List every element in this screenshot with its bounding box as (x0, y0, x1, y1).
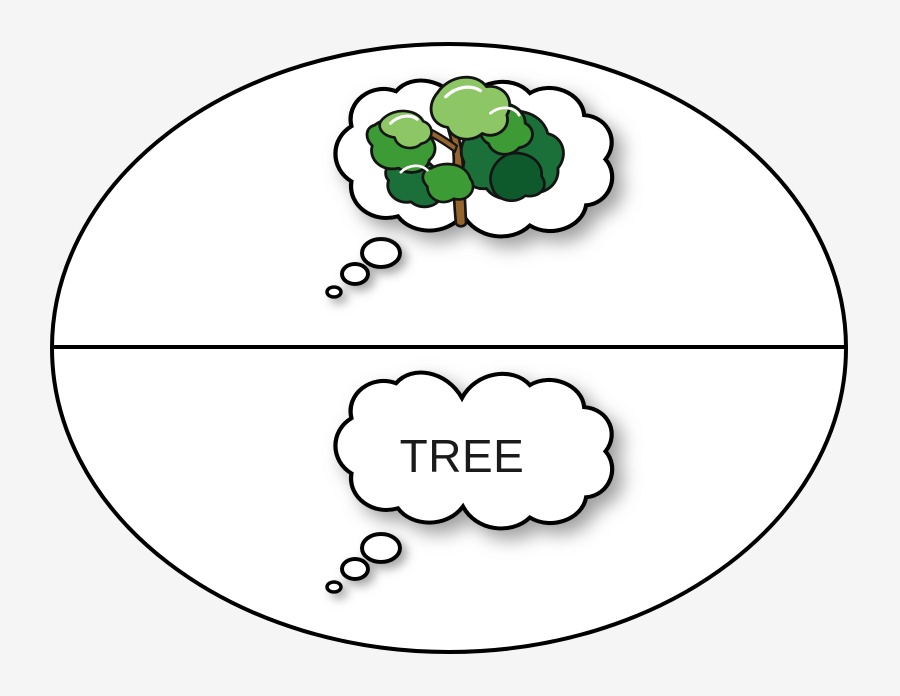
foliage-highlight-right (489, 106, 521, 117)
tree-illustration (365, 75, 565, 228)
trail-bubble-small (325, 285, 343, 299)
trail-bubble-large (360, 532, 402, 564)
foliage-highlight-left (389, 114, 419, 125)
foliage-center-lower-mid (421, 162, 475, 204)
trail-bubble-large (360, 237, 402, 269)
signifier-region: TREE (325, 373, 612, 594)
foliage-lower-right-darkest (489, 151, 546, 203)
foliage-highlight-crown (444, 85, 482, 99)
thought-trail-top (325, 237, 402, 299)
trail-bubble-medium (340, 262, 370, 286)
signifier-word-label: TREE (400, 430, 525, 482)
trail-bubble-medium (340, 557, 370, 581)
trail-bubble-small (325, 580, 343, 594)
thought-trail-bottom (325, 532, 402, 594)
foliage-highlight-lower-left (399, 164, 429, 174)
signified-region (325, 75, 612, 299)
